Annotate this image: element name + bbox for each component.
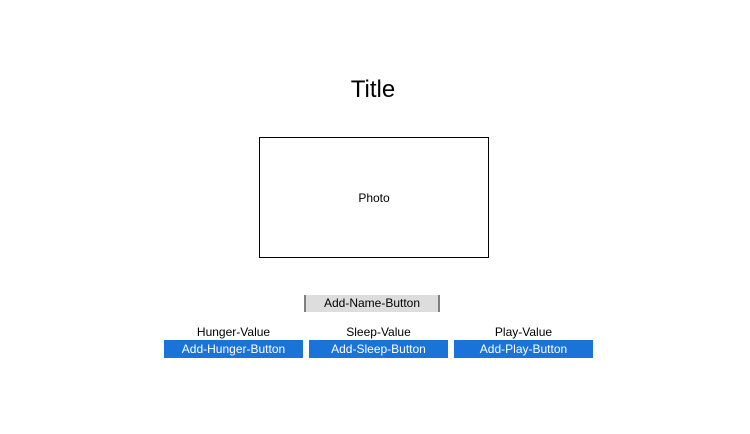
add-name-button[interactable]: Add-Name-Button <box>304 295 440 312</box>
play-stat: Play-Value Add-Play-Button <box>454 324 593 358</box>
add-sleep-button[interactable]: Add-Sleep-Button <box>309 340 448 358</box>
page-title: Title <box>350 76 396 103</box>
play-value: Play-Value <box>494 325 553 339</box>
sleep-stat: Sleep-Value Add-Sleep-Button <box>309 324 448 358</box>
add-play-button[interactable]: Add-Play-Button <box>454 340 593 358</box>
add-hunger-button[interactable]: Add-Hunger-Button <box>164 340 303 358</box>
sleep-value: Sleep-Value <box>346 325 411 339</box>
photo-placeholder: Photo <box>259 137 489 258</box>
hunger-value: Hunger-Value <box>196 325 271 339</box>
photo-label: Photo <box>358 190 390 205</box>
hunger-stat: Hunger-Value Add-Hunger-Button <box>164 324 303 358</box>
